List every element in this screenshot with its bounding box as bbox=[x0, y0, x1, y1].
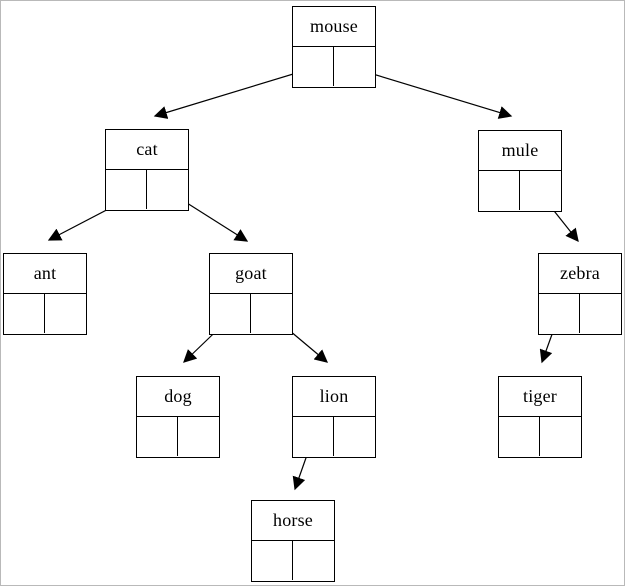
edge-mouse-right-to-mule bbox=[352, 67, 513, 119]
tree-node-dog: dog bbox=[136, 376, 220, 458]
pointer-cell-right bbox=[580, 294, 621, 333]
pointer-cell-left bbox=[539, 294, 580, 333]
pointer-cell-left bbox=[210, 294, 251, 333]
pointer-cell-right bbox=[540, 417, 581, 456]
pointer-cell-left bbox=[4, 294, 45, 333]
node-label: tiger bbox=[499, 377, 581, 417]
pointer-row bbox=[293, 47, 375, 86]
tree-node-goat: goat bbox=[209, 253, 293, 335]
node-label: mouse bbox=[293, 7, 375, 47]
pointer-cell-left bbox=[293, 417, 334, 456]
pointer-cell-left bbox=[293, 47, 334, 86]
pointer-row bbox=[293, 417, 375, 456]
tree-node-zebra: zebra bbox=[538, 253, 622, 335]
node-label: horse bbox=[252, 501, 334, 541]
pointer-cell-left bbox=[479, 171, 520, 210]
tree-node-cat: cat bbox=[105, 129, 189, 211]
node-label: ant bbox=[4, 254, 86, 294]
pointer-cell-left bbox=[106, 170, 147, 209]
pointer-cell-right bbox=[334, 47, 375, 86]
tree-node-horse: horse bbox=[251, 500, 335, 582]
pointer-cell-right bbox=[147, 170, 188, 209]
tree-node-lion: lion bbox=[292, 376, 376, 458]
pointer-row bbox=[479, 171, 561, 210]
pointer-cell-right bbox=[45, 294, 86, 333]
pointer-cell-right bbox=[293, 541, 334, 580]
pointer-cell-right bbox=[520, 171, 561, 210]
pointer-cell-right bbox=[251, 294, 292, 333]
pointer-row bbox=[252, 541, 334, 580]
pointer-row bbox=[106, 170, 188, 209]
pointer-cell-right bbox=[334, 417, 375, 456]
pointer-cell-left bbox=[137, 417, 178, 456]
pointer-cell-left bbox=[499, 417, 540, 456]
pointer-row bbox=[539, 294, 621, 333]
tree-node-mule: mule bbox=[478, 130, 562, 212]
edge-mouse-left-to-cat bbox=[153, 67, 314, 119]
node-label: lion bbox=[293, 377, 375, 417]
node-label: dog bbox=[137, 377, 219, 417]
pointer-cell-right bbox=[178, 417, 219, 456]
node-label: goat bbox=[210, 254, 292, 294]
tree-node-mouse: mouse bbox=[292, 6, 376, 88]
node-label: zebra bbox=[539, 254, 621, 294]
pointer-cell-left bbox=[252, 541, 293, 580]
pointer-row bbox=[499, 417, 581, 456]
pointer-row bbox=[210, 294, 292, 333]
tree-node-ant: ant bbox=[3, 253, 87, 335]
node-label: cat bbox=[106, 130, 188, 170]
pointer-row bbox=[4, 294, 86, 333]
pointer-row bbox=[137, 417, 219, 456]
node-label: mule bbox=[479, 131, 561, 171]
tree-node-tiger: tiger bbox=[498, 376, 582, 458]
